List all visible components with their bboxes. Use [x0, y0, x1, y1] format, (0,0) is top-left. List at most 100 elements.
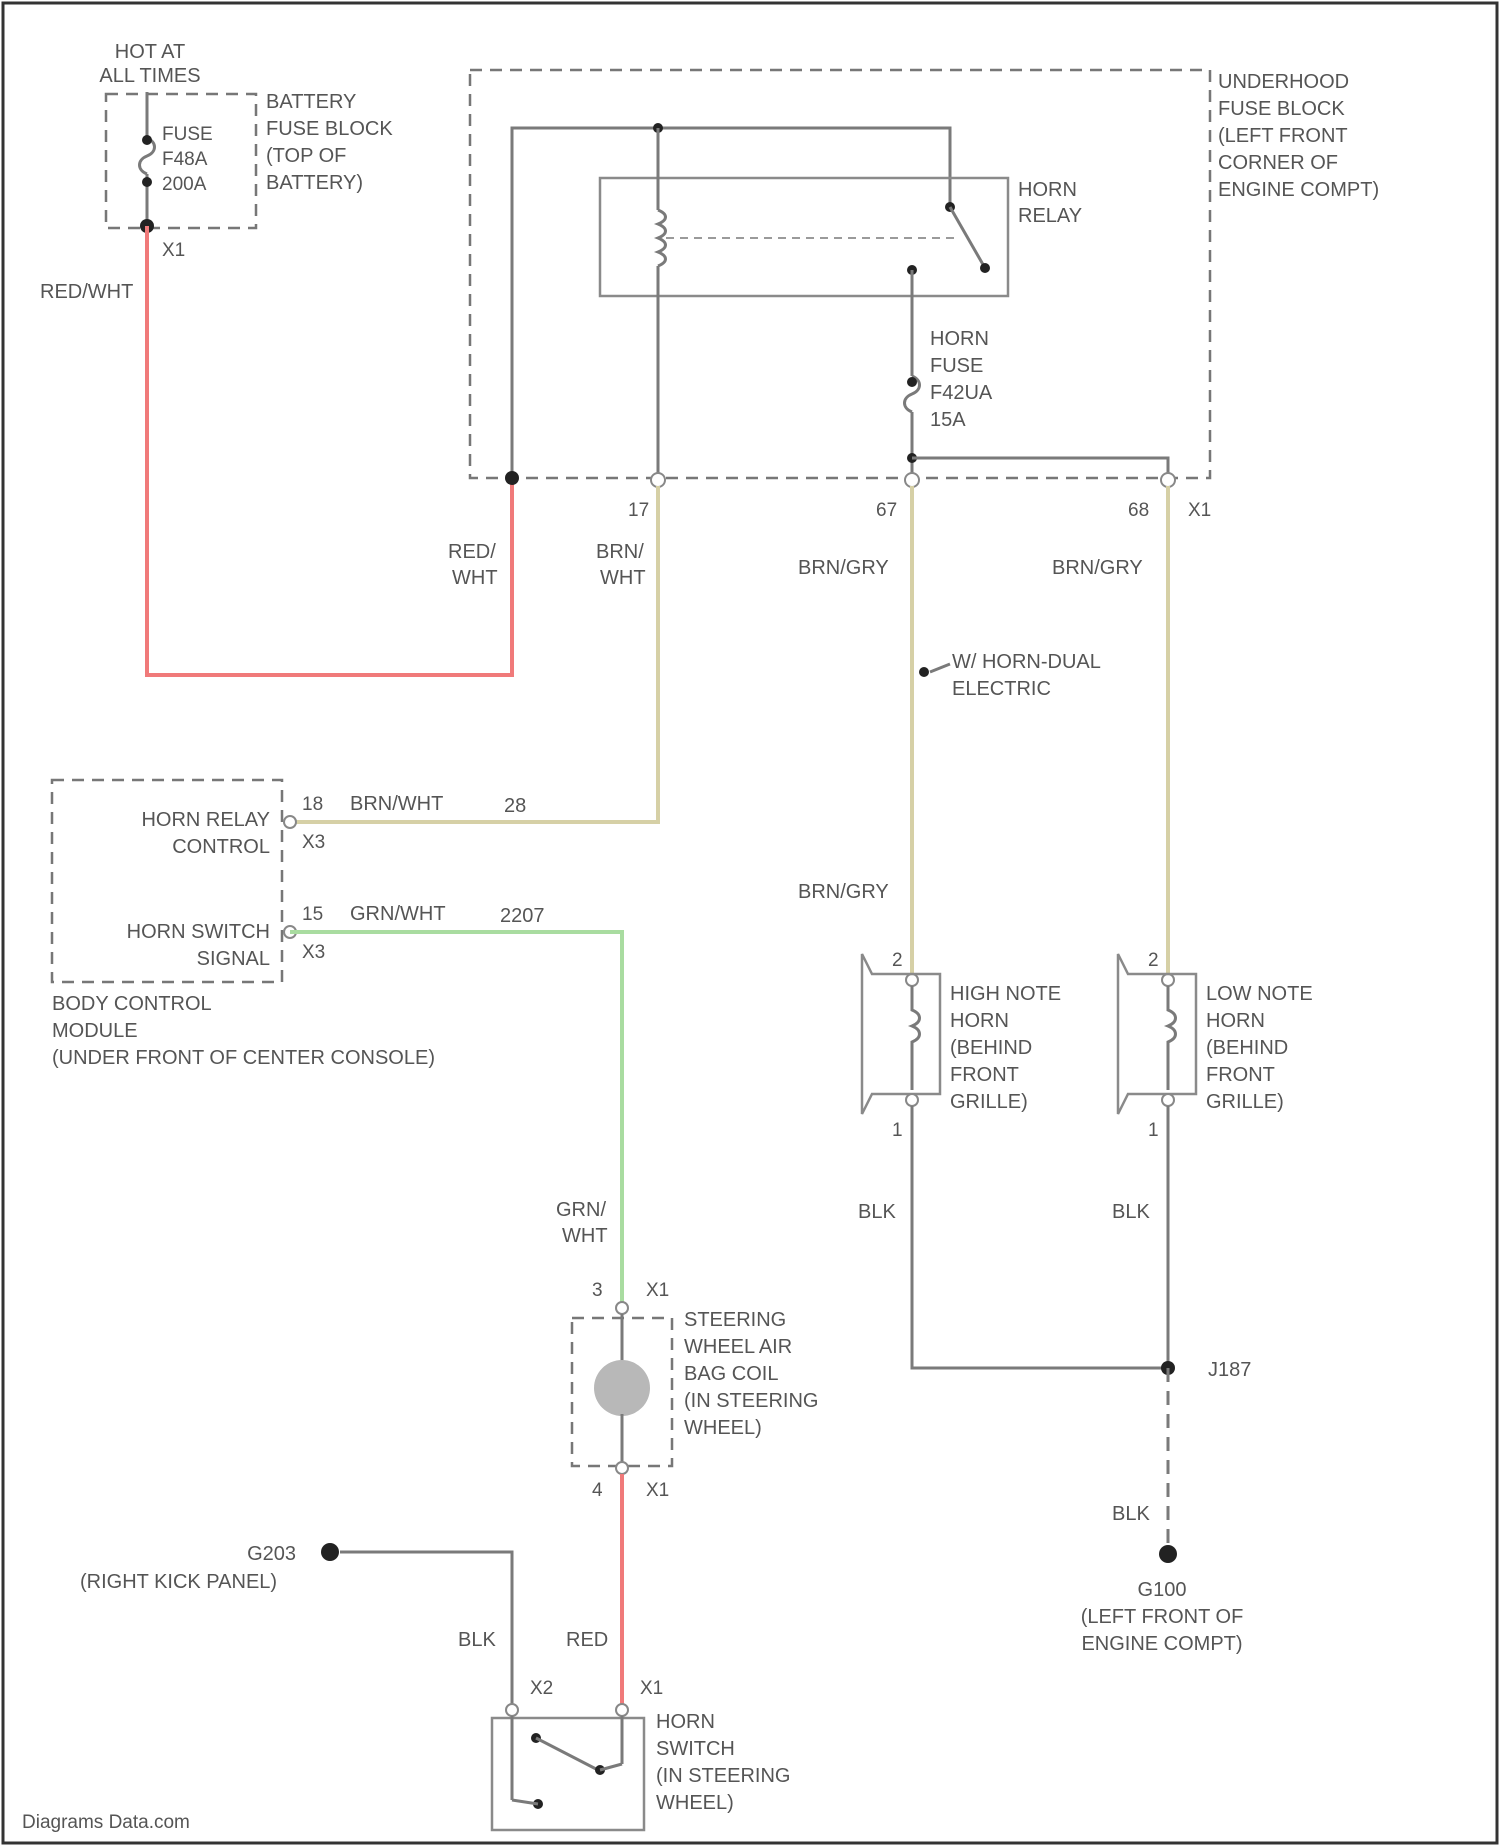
- underhood-name-4: CORNER OF: [1218, 152, 1338, 174]
- low-note-horn: 2 1 LOW NOTE HORN (BEHIND FRONT GRILLE): [1118, 950, 1313, 1141]
- horn-switch-name-1: HORN: [656, 1711, 715, 1733]
- wire-label-coil-signal-2: WHT: [562, 1225, 608, 1247]
- horn-switch: X2 X1 HORN SWITCH (IN STEERING WHEEL): [492, 1678, 790, 1830]
- pin-label-17: 17: [628, 500, 649, 521]
- underhood-connector-label: X1: [1188, 500, 1211, 521]
- wire-label-battery-feed: RED/WHT: [40, 281, 133, 303]
- low-horn-terminal-top: [1162, 974, 1174, 986]
- bcm-name-1: BODY CONTROL: [52, 993, 212, 1015]
- horn-relay-label-1: HORN: [1018, 179, 1077, 201]
- wire-red-wht-battery-feed: [147, 226, 512, 675]
- bcm-name-3: (UNDER FRONT OF CENTER CONSOLE): [52, 1047, 435, 1069]
- fuse-label-2: F48A: [162, 149, 208, 170]
- horn-fuse-label-1: HORN: [930, 328, 989, 350]
- relay-contact-dot: [980, 263, 990, 273]
- horn-fuse-bus: [912, 458, 1168, 478]
- low-horn-pin-bottom: 1: [1148, 1120, 1159, 1141]
- underhood-fuse-block: UNDERHOOD FUSE BLOCK (LEFT FRONT CORNER …: [470, 70, 1379, 521]
- fuse-label-1: FUSE: [162, 124, 213, 145]
- coil-terminal-top: [616, 1302, 628, 1314]
- bcm-relay-control-label-1: HORN RELAY: [141, 809, 270, 831]
- coil-conn-bottom: X1: [646, 1480, 669, 1501]
- option-note-2: ELECTRIC: [952, 678, 1051, 700]
- wire-label-relay-feed-1: RED/: [448, 541, 496, 563]
- clock-spring-icon: [594, 1360, 650, 1416]
- coil-name-4: (IN STEERING: [684, 1390, 818, 1412]
- battery-fuse-block-name-1: BATTERY: [266, 91, 356, 113]
- fuse-terminal-dot: [142, 135, 152, 145]
- battery-connector-label: X1: [162, 240, 185, 261]
- wire-label-switch-feed: RED: [566, 1629, 608, 1651]
- horn-fuse-dot: [907, 377, 917, 387]
- pin-67: [905, 473, 919, 487]
- hot-label-2: ALL TIMES: [99, 65, 200, 87]
- coil-name-5: WHEEL): [684, 1417, 762, 1439]
- battery-fuse-block-name-3: (TOP OF: [266, 145, 346, 167]
- relay-internal-bus: [512, 128, 950, 478]
- ground-g100-label-2: (LEFT FRONT OF: [1081, 1606, 1244, 1628]
- low-note-label-1: LOW NOTE: [1206, 983, 1313, 1005]
- battery-fuse-block-name-2: FUSE BLOCK: [266, 118, 393, 140]
- low-note-label-3: (BEHIND: [1206, 1037, 1288, 1059]
- low-horn-pin-top: 2: [1148, 950, 1159, 971]
- wire-label-brn-gry-mid: BRN/GRY: [798, 881, 889, 903]
- ground-g203-icon: [321, 1543, 339, 1561]
- option-marker-leader: [930, 664, 950, 672]
- wire-blk-high-horn-ground: [912, 1106, 1168, 1368]
- wire-label-relay-control-2: WHT: [600, 567, 646, 589]
- high-horn-pin-bottom: 1: [892, 1120, 903, 1141]
- airbag-coil: 3 X1 4 X1 STEERING WHEEL AIR BAG COIL (I…: [572, 1280, 818, 1501]
- high-note-label-5: GRILLE): [950, 1091, 1028, 1113]
- hot-label-1: HOT AT: [115, 41, 185, 63]
- wire-label-coil-signal-1: GRN/: [556, 1199, 606, 1221]
- wire-label-splice-ground: BLK: [1112, 1503, 1150, 1525]
- coil-name-3: BAG COIL: [684, 1363, 778, 1385]
- low-note-label-2: HORN: [1206, 1010, 1265, 1032]
- underhood-fuse-block-box: [470, 70, 1210, 478]
- bcm-switch-conn: X3: [302, 942, 325, 963]
- high-horn-coil: [912, 986, 920, 1090]
- horn-fuse-label-4: 15A: [930, 409, 966, 431]
- horn-switch-terminal-x2: [506, 1704, 518, 1716]
- bcm-relay-pin: 18: [302, 794, 323, 815]
- wire-label-relay-feed-2: WHT: [452, 567, 498, 589]
- bus-terminal-dot: [505, 471, 519, 485]
- bcm-switch-signal-label-2: SIGNAL: [197, 948, 270, 970]
- low-note-label-5: GRILLE): [1206, 1091, 1284, 1113]
- horn-switch-terminal-x1: [616, 1704, 628, 1716]
- bcm-relay-control-label-2: CONTROL: [172, 836, 270, 858]
- high-horn-pin-top: 2: [892, 950, 903, 971]
- bcm-relay-conn: X3: [302, 832, 325, 853]
- wire-label-horn-ground-left: BLK: [858, 1201, 896, 1223]
- bcm-relay-wire: BRN/WHT: [350, 793, 443, 815]
- coil-conn-top: X1: [646, 1280, 669, 1301]
- relay-switch-arm: [950, 207, 985, 268]
- wire-grn-wht-switch-signal: [290, 932, 622, 1304]
- underhood-name-5: ENGINE COMPT): [1218, 179, 1379, 201]
- battery-fuse-block: HOT AT ALL TIMES FUSE F48A 200A BATTERY …: [99, 41, 393, 261]
- wire-label-relay-control-1: BRN/: [596, 541, 644, 563]
- horn-switch-name-4: WHEEL): [656, 1792, 734, 1814]
- bcm-name-2: MODULE: [52, 1020, 138, 1042]
- underhood-name-3: (LEFT FRONT: [1218, 125, 1348, 147]
- high-note-label-2: HORN: [950, 1010, 1009, 1032]
- bcm-switch-circuit: 2207: [500, 905, 545, 927]
- high-horn-terminal-top: [906, 974, 918, 986]
- high-note-horn-symbol: [862, 954, 940, 1114]
- high-note-label-4: FRONT: [950, 1064, 1019, 1086]
- horn-switch-conn-right: X1: [640, 1678, 663, 1699]
- coil-terminal-bottom: [616, 1462, 628, 1474]
- watermark: Diagrams Data.com: [22, 1812, 190, 1833]
- wire-label-horn-ground-right: BLK: [1112, 1201, 1150, 1223]
- horn-switch-link: [512, 1800, 538, 1804]
- coil-pin-top: 3: [592, 1280, 603, 1301]
- coil-name-2: WHEEL AIR: [684, 1336, 792, 1358]
- option-marker-dot: [919, 667, 929, 677]
- wire-label-brn-gry-left: BRN/GRY: [798, 557, 889, 579]
- coil-name-1: STEERING: [684, 1309, 786, 1331]
- splice-j187-label: J187: [1208, 1359, 1251, 1381]
- ground-g100-label-3: ENGINE COMPT): [1081, 1633, 1242, 1655]
- low-note-label-4: FRONT: [1206, 1064, 1275, 1086]
- low-horn-coil: [1168, 986, 1176, 1090]
